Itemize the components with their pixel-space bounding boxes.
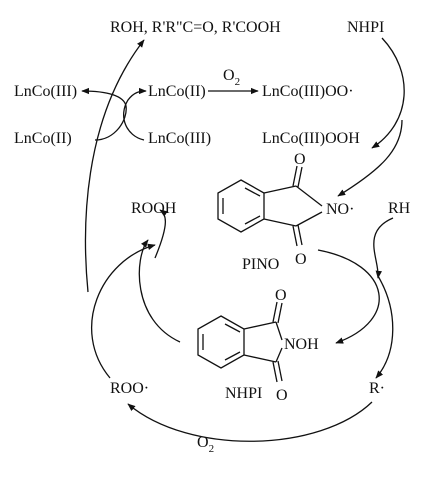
nhpi-hydroxyl-label: NOH <box>284 336 319 353</box>
nhpi-carbonyl-o-bottom: O <box>276 387 288 404</box>
rooh-label: ROOH <box>131 200 177 217</box>
cobalt-iii-left-label: LnCo(III) <box>14 83 77 100</box>
rh-to-r-arrow <box>373 217 394 279</box>
pino-carbonyl-o-bottom: O <box>295 251 307 268</box>
oxygen-bottom-label: O2 <box>197 434 214 455</box>
oxygen-top-label: O2 <box>223 67 240 88</box>
r-to-roo-arrow <box>127 401 373 442</box>
roo-radical-label: ROO· <box>110 380 149 397</box>
pino-lower-n-bond <box>295 211 323 227</box>
oxidation-products-label: ROH, R'R"C=O, R'COOH <box>110 19 281 36</box>
nhpi-structure: O O <box>197 287 288 404</box>
nhpi-benzene-ring <box>197 315 245 369</box>
rh-label: RH <box>388 200 411 217</box>
pino-name-label: PINO <box>242 256 279 273</box>
pino-formation-arrow <box>337 119 403 197</box>
nhpi-lower-n-bond <box>275 347 283 363</box>
nhpi-lower-c-bond <box>243 354 277 363</box>
pino-lower-carbonyl <box>292 225 298 247</box>
pino-upper-carbonyl <box>292 165 298 187</box>
nhpi-lower-carbonyl <box>272 361 278 383</box>
rooh-decomposition-arrow <box>84 39 145 293</box>
cobalt-peroxy-label: LnCo(III)OO· <box>262 83 354 100</box>
rooh-formation-arrow <box>154 209 168 259</box>
pino-carbonyl-o-top: O <box>294 151 306 168</box>
cobalt-ii-left-label: LnCo(II) <box>14 130 72 147</box>
pino-upper-c-bond <box>263 185 297 194</box>
nhpi-to-pino-arrow <box>138 239 181 343</box>
nhpi-to-cooh-arrow <box>371 37 405 149</box>
pino-upper-n-bond <box>295 185 323 207</box>
cobalt-iii-to-ii-middle-arrow <box>123 87 147 141</box>
cobalt-ii-middle-label: LnCo(II) <box>148 83 206 100</box>
nhpi-top-label: NHPI <box>347 19 384 36</box>
nhpi-bottom-label: NHPI <box>225 385 262 402</box>
pino-lower-c-bond <box>263 218 297 227</box>
nhpi-upper-carbonyl <box>272 301 278 323</box>
nhpi-upper-n-bond <box>275 321 283 341</box>
pino-radical-label: NO· <box>326 201 354 218</box>
cobalt-iii-middle-label: LnCo(III) <box>148 130 211 147</box>
roo-to-rooh-arrow <box>91 243 156 379</box>
cobalt-ii-to-iii-left-arrow <box>81 87 127 141</box>
nhpi-carbonyl-o-top: O <box>275 287 287 304</box>
r-radical-label: R· <box>369 380 385 397</box>
cobalt-hydroperoxide-label: LnCo(III)OOH <box>262 130 360 147</box>
nhpi-upper-c-bond <box>243 321 277 330</box>
to-r-radical-arrow <box>375 275 394 379</box>
pino-to-nhpi-arrow <box>317 249 380 344</box>
pino-structure: O O <box>217 151 323 268</box>
pino-benzene-ring <box>217 179 265 233</box>
